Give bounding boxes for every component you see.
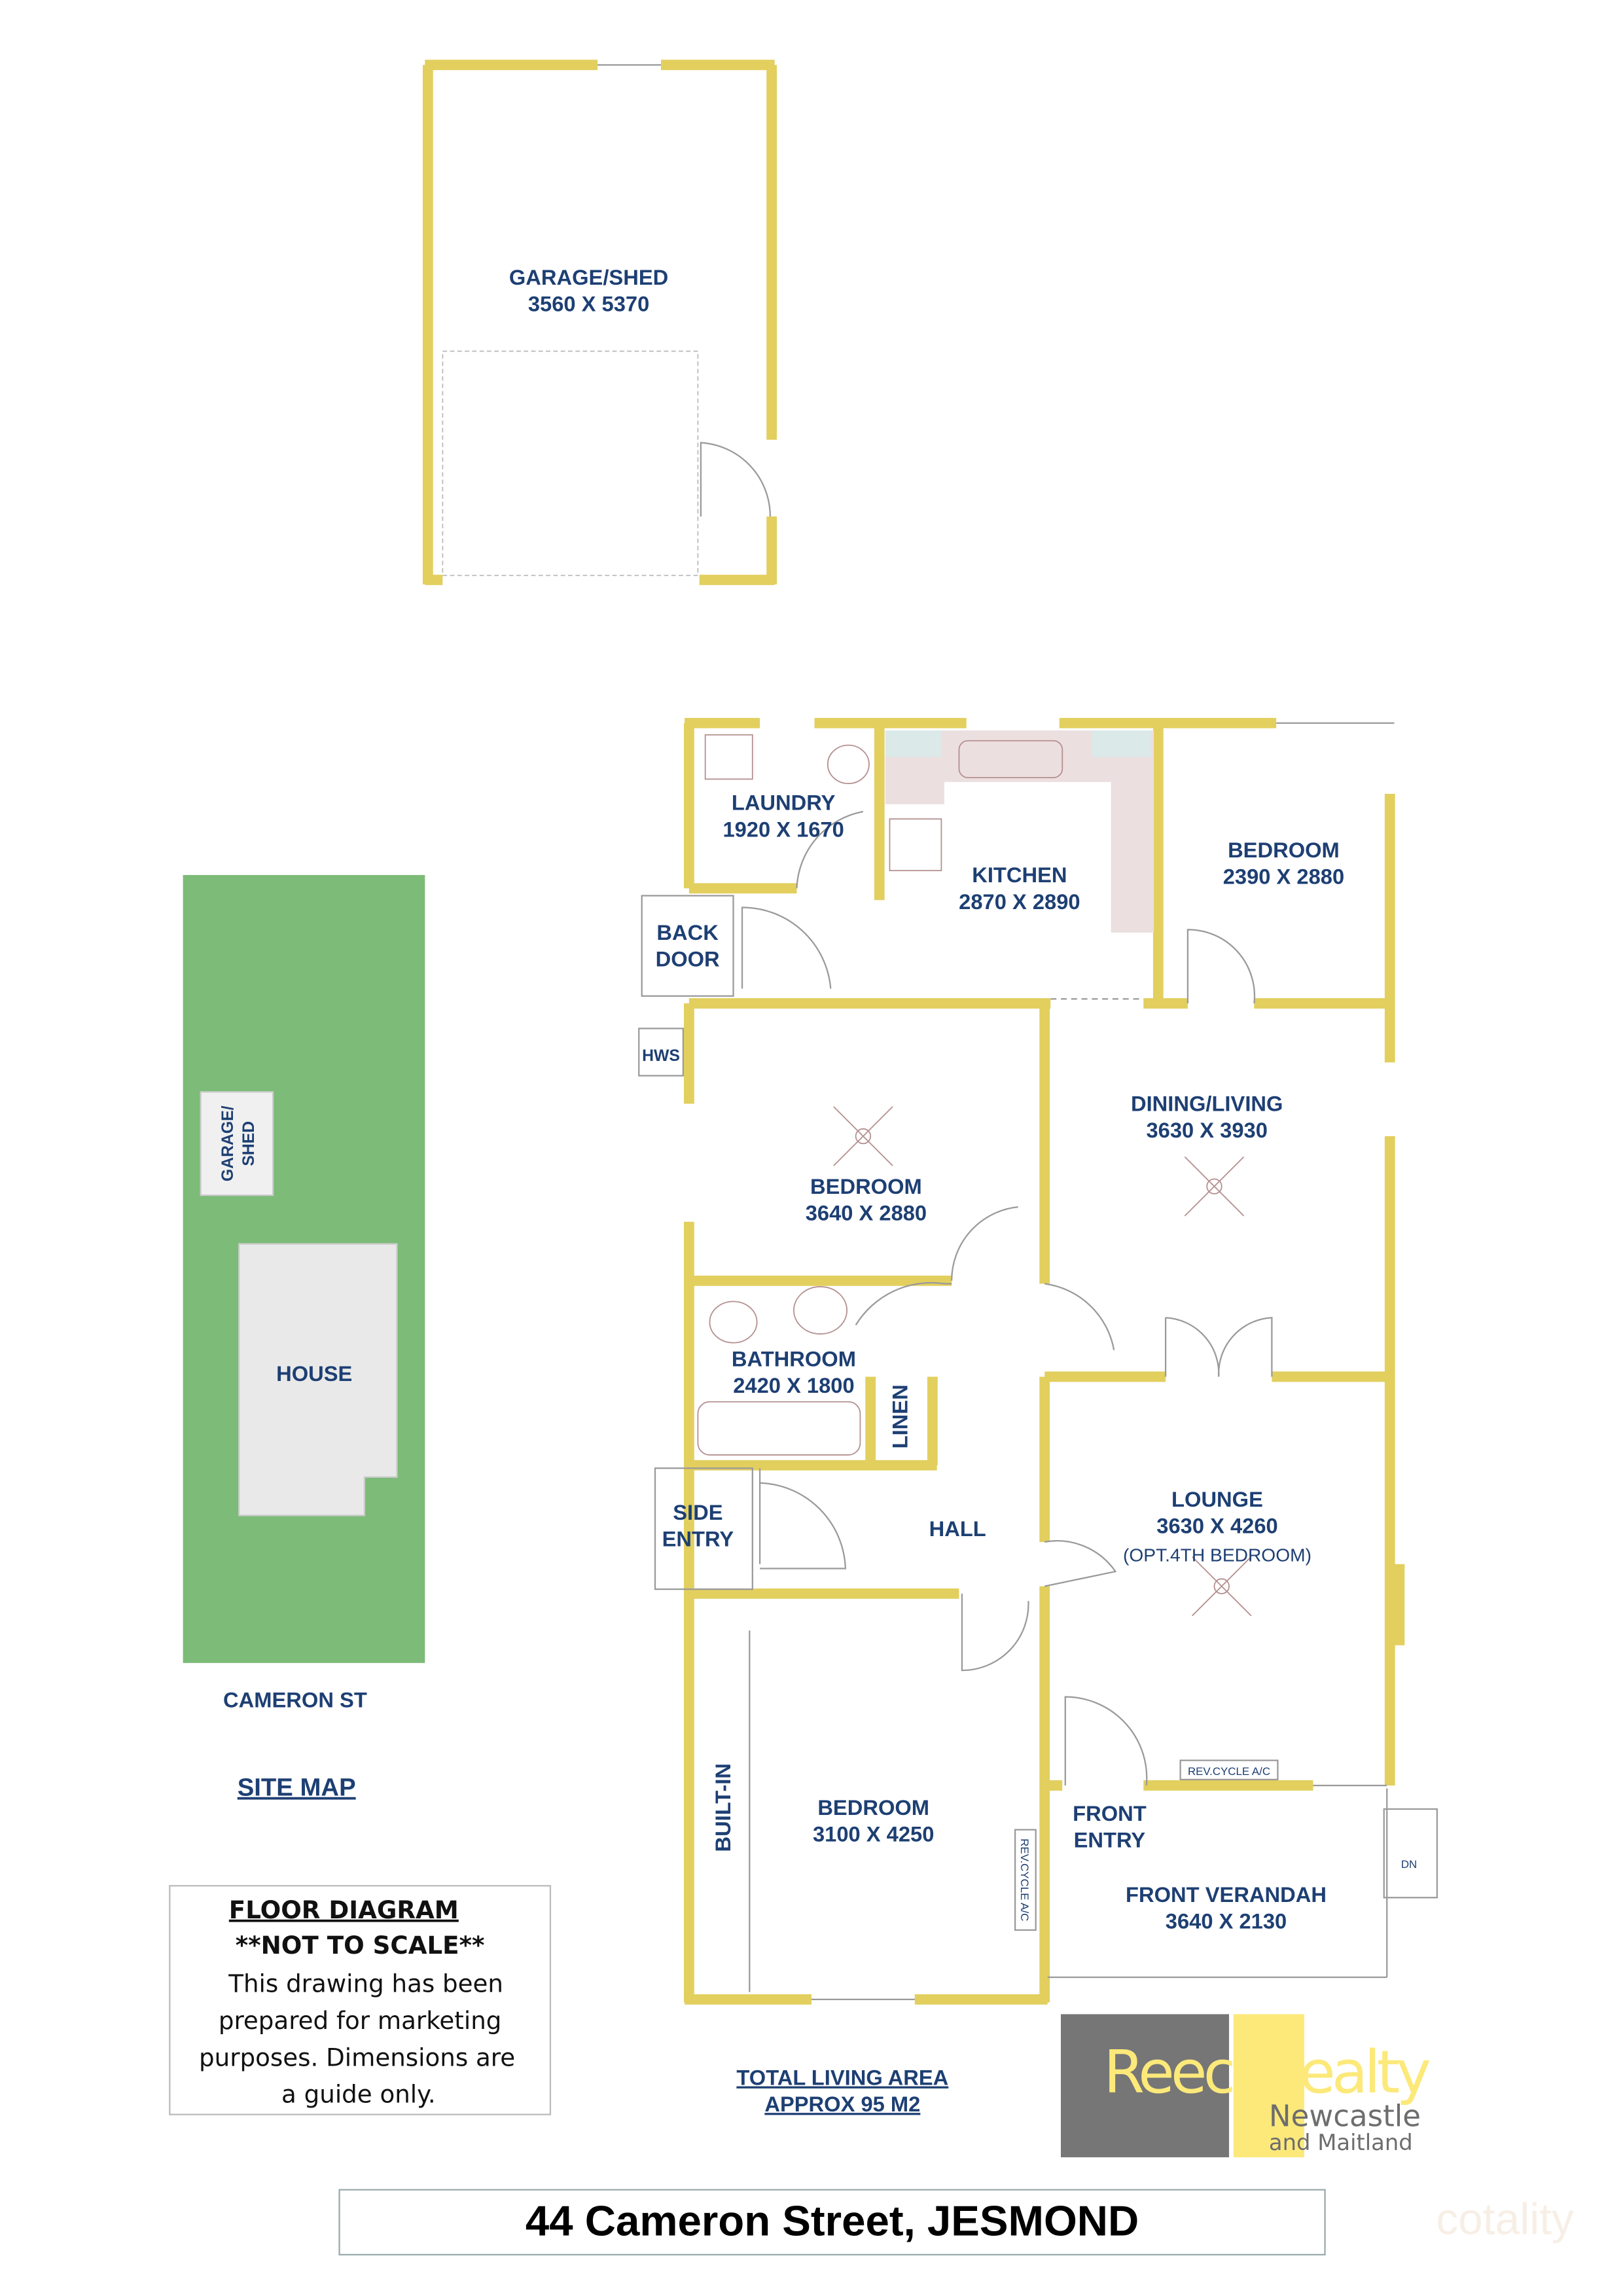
hall-label: HALL: [929, 1516, 986, 1541]
ceiling-fan-icon: [833, 1106, 893, 1166]
room-dims: DOOR: [656, 947, 720, 971]
room-dims: ENTRY: [662, 1527, 734, 1551]
disclaimer-line: prepared for marketing: [219, 2006, 502, 2035]
disclaimer-line: a guide only.: [281, 2080, 436, 2109]
site-garage-label: GARAGE/: [219, 1105, 237, 1181]
address-box: [338, 2189, 1326, 2256]
room-name: DINING/LIVING: [1131, 1092, 1283, 1116]
ceiling-fan-icon: [1192, 1556, 1252, 1617]
room-name: FRONT VERANDAH: [1126, 1882, 1327, 1907]
room-dims: 2390 X 2880: [1223, 864, 1344, 888]
logo-brand: ReeceRealty: [1103, 2038, 1431, 2107]
logo-line2: and Maitland: [1269, 2130, 1413, 2155]
room-name: SIDE: [673, 1500, 722, 1524]
room-dims: 3630 X 3930: [1147, 1118, 1268, 1142]
garage-name: GARAGE/SHED: [509, 265, 668, 289]
room-dims: 3630 X 4260: [1156, 1513, 1277, 1537]
room-name: BACK: [656, 920, 719, 944]
hws-label: HWS: [642, 1047, 680, 1065]
room-note: (OPT.4TH BEDROOM): [1123, 1544, 1311, 1565]
disclaimer-subtitle: **NOT TO SCALE**: [236, 1931, 485, 1960]
room-dims: 2420 X 1800: [733, 1373, 854, 1397]
room-name: FRONT: [1073, 1801, 1147, 1825]
total-area-line1: TOTAL LIVING AREA: [736, 2066, 948, 2090]
address-title: 44 Cameron Street, JESMOND: [526, 2197, 1139, 2245]
disclaimer-line: purposes. Dimensions are: [199, 2043, 515, 2072]
site-map: GARAGE/ SHED HOUSE CAMERON ST SITE MAP: [183, 874, 425, 1802]
reece-realty-logo: ReeceRealty Newcastle and Maitland: [1061, 2014, 1431, 2158]
street-label: CAMERON ST: [223, 1687, 367, 1712]
house-walls: [638, 717, 1438, 2005]
room-name: KITCHEN: [972, 863, 1067, 887]
garage-shed: GARAGE/SHED 3560 X 5370: [422, 60, 777, 585]
room-dims: 2870 X 2890: [959, 889, 1080, 914]
site-map-title: SITE MAP: [238, 1774, 356, 1802]
room-name: LAUNDRY: [732, 791, 836, 815]
total-area-line2: APPROX 95 M2: [764, 2092, 920, 2116]
ceiling-fan-icon: [1184, 1156, 1245, 1217]
ac-label: REV.CYCLE A/C: [1188, 1765, 1270, 1778]
cotality-watermark: cotality: [1436, 2195, 1574, 2244]
dn-label: DN: [1401, 1858, 1417, 1871]
room-name: BATHROOM: [732, 1347, 856, 1371]
linen-label: LINEN: [888, 1384, 912, 1448]
built-in-label: BUILT-IN: [711, 1763, 735, 1852]
logo-line1: Newcastle: [1269, 2099, 1421, 2134]
room-dims: 1920 X 1670: [722, 817, 844, 841]
site-garage-label: SHED: [240, 1121, 258, 1166]
room-dims: ENTRY: [1074, 1828, 1146, 1852]
disclaimer-box: FLOOR DIAGRAM **NOT TO SCALE** This draw…: [169, 1885, 552, 2115]
room-dims: 3640 X 2880: [806, 1200, 927, 1225]
disclaimer-title: FLOOR DIAGRAM: [229, 1895, 459, 1924]
garage-dims: 3560 X 5370: [528, 292, 649, 316]
room-dims: 3100 X 4250: [813, 1822, 934, 1846]
site-house-label: HOUSE: [276, 1361, 352, 1386]
room-labels: LAUNDRY 1920 X 1670 KITCHEN 2870 X 2890 …: [642, 791, 1417, 1933]
room-name: BEDROOM: [817, 1795, 929, 1820]
room-name: BEDROOM: [810, 1174, 922, 1198]
ac-label: REV.CYCLE A/C: [1018, 1839, 1031, 1921]
room-dims: 3640 X 2130: [1166, 1909, 1287, 1933]
room-name: BEDROOM: [1228, 838, 1340, 862]
room-name: LOUNGE: [1171, 1487, 1263, 1511]
disclaimer-line: This drawing has been: [228, 1969, 503, 1998]
